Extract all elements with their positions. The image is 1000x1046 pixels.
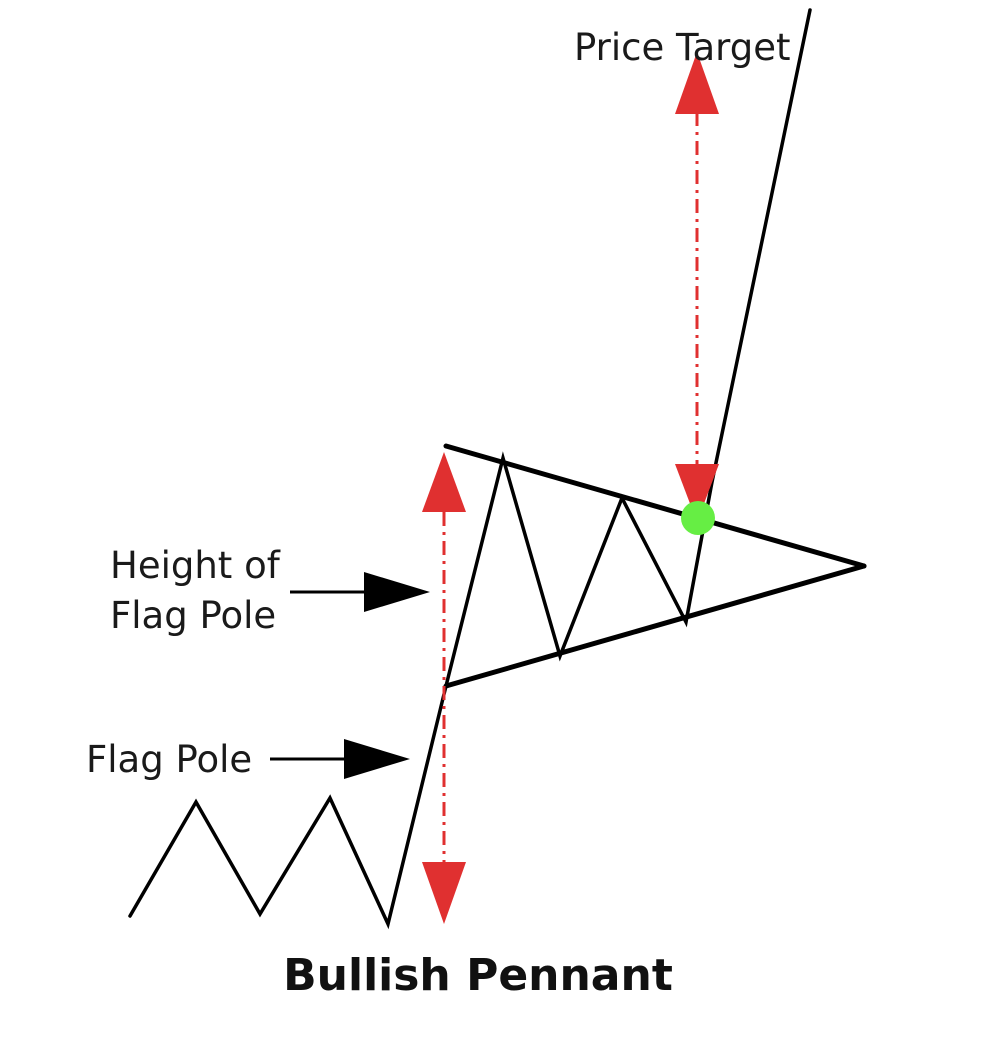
price-target-up-arrow bbox=[675, 52, 719, 114]
height-pointer-arrow-head bbox=[364, 572, 430, 612]
price-target-down-arrow bbox=[675, 464, 719, 522]
height-of-flag-pole-label-line1: Height of bbox=[110, 544, 281, 587]
diagram-title: Bullish Pennant bbox=[283, 950, 673, 1001]
pennant-lower-trendline bbox=[443, 563, 867, 689]
flag-pole-pointer-arrow-head bbox=[344, 739, 410, 779]
price-path-line bbox=[128, 8, 812, 930]
flag-pole-height-down-arrow bbox=[422, 862, 466, 924]
price-target-label: Price Target bbox=[574, 26, 791, 69]
flag-pole-height-up-arrow bbox=[422, 452, 466, 512]
pennant-upper-trendline bbox=[443, 443, 867, 569]
height-of-flag-pole-label-line2: Flag Pole bbox=[110, 594, 276, 637]
flag-pole-label: Flag Pole bbox=[86, 738, 252, 781]
breakout-point bbox=[681, 501, 715, 535]
